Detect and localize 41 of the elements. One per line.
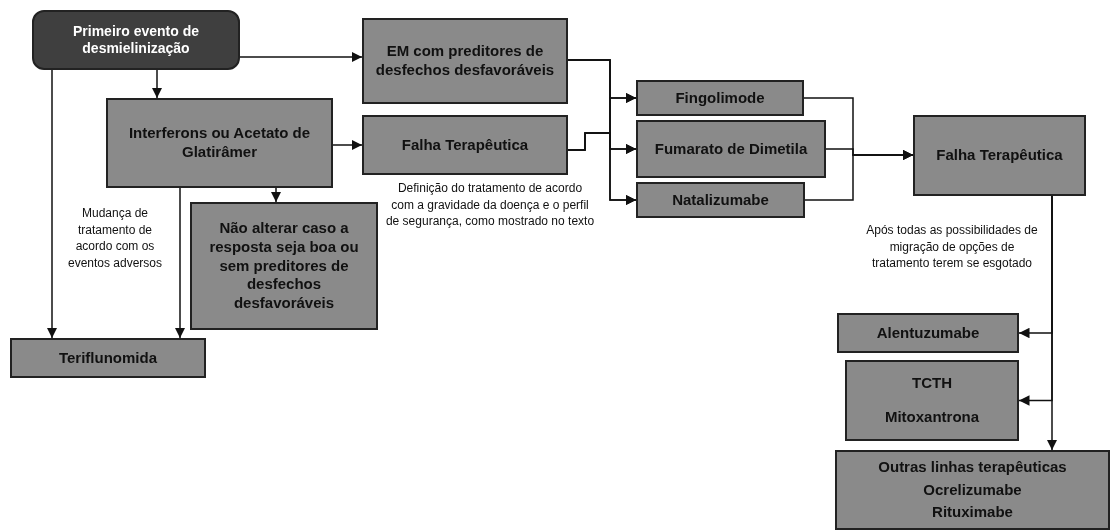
start-box [32, 10, 240, 70]
arrow [239, 51, 363, 63]
arrow [332, 139, 363, 151]
arrow [567, 132, 637, 206]
process-box [10, 338, 206, 378]
node-text: TCTH [912, 373, 952, 393]
node-text: Mitoxantrona [884, 408, 980, 428]
process-box [913, 115, 1086, 196]
process-box [845, 360, 1019, 441]
note-text: Definição do tratamento de acordo com a gravidade da doença e o perfil de segurança, como mostrado no texto [385, 180, 595, 230]
node-text: Fumarato de Dimetila [654, 139, 808, 159]
node-text: Rituximabe [932, 503, 1013, 522]
node-text: Falha Terapêutica [401, 135, 529, 155]
process-box [362, 18, 568, 104]
arrow [151, 69, 163, 99]
process-box [106, 98, 333, 188]
process-box [835, 450, 1110, 530]
arrow [174, 187, 186, 339]
node-text: Fingolimode [675, 88, 765, 108]
node-text: Alentuzumabe [876, 323, 980, 343]
arrow [1046, 195, 1058, 451]
process-box [636, 120, 826, 178]
arrow [46, 69, 58, 339]
node-text: Outras linhas terapêuticas [878, 457, 1067, 477]
node-text: EM com preditores de desfechos desfavoráveis [374, 42, 556, 80]
process-box [190, 202, 378, 330]
node-text: Interferons ou Acetato de Glatirâmer [127, 124, 312, 162]
arrow [270, 187, 282, 203]
node-text: Natalizumabe [672, 190, 769, 210]
node-text: Falha Terapêutica [936, 146, 1063, 165]
note-text: Após todas as possibilidades de migração de opções de tratamento terem se esgotado [865, 222, 1039, 272]
arrow [804, 149, 914, 201]
process-box [636, 80, 804, 116]
node-text: Ocrelizumabe [923, 480, 1022, 500]
process-box [362, 115, 568, 175]
node-text: Primeiro evento de desmielinização [71, 22, 200, 58]
process-box [636, 182, 805, 218]
process-box [837, 313, 1019, 353]
node-text: Não alterar caso a resposta seja boa ou sem preditores de desfechos desfavoráveis [208, 219, 360, 313]
node-text: Teriflunomida [58, 348, 158, 368]
note-text: Mudança de tratamento de acordo com os eventos adversos [66, 205, 164, 271]
